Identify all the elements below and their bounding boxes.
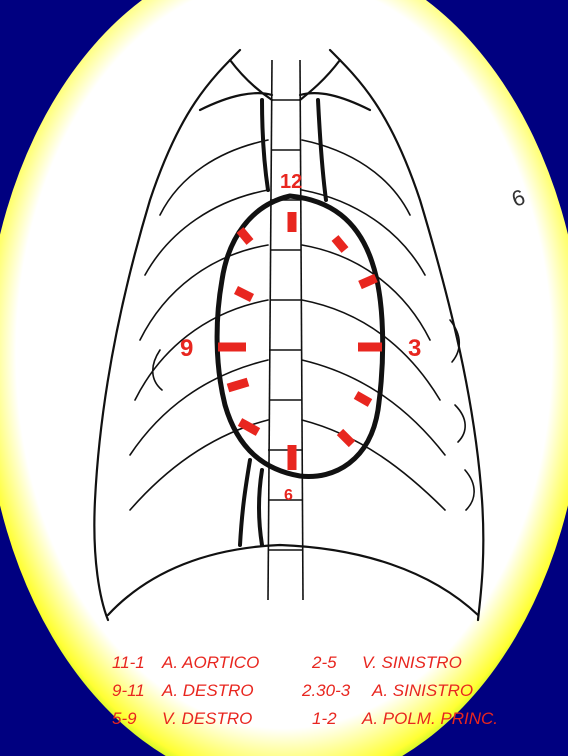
- legend-left-2-name: V. DESTRO: [162, 709, 252, 728]
- legend-right-1-range: 2.30-3: [301, 681, 351, 700]
- legend-left-2-range: 5-9: [112, 709, 137, 728]
- legend-left-0-range: 11-1: [112, 653, 145, 672]
- mark-2: [360, 278, 376, 285]
- legend-right-2-range: 1-2: [312, 709, 337, 728]
- legend-left-1-name: A. DESTRO: [161, 681, 254, 700]
- clock-label-9: 9: [180, 335, 193, 362]
- legend-left-1-range: 9-11: [112, 681, 145, 700]
- clock-label-12: 12: [280, 171, 302, 193]
- clock-label-3: 3: [408, 335, 421, 362]
- clock-label-6: 6: [284, 487, 293, 504]
- legend-right-0-name: V. SINISTRO: [362, 653, 462, 672]
- legend-right-0-range: 2-5: [311, 653, 337, 672]
- legend-right-1-name: A. SINISTRO: [371, 681, 473, 700]
- legend-left-0-name: A. AORTICO: [161, 653, 259, 672]
- mark-8: [228, 382, 248, 388]
- legend-right-2-name: A. POLM. PRINC.: [361, 709, 498, 728]
